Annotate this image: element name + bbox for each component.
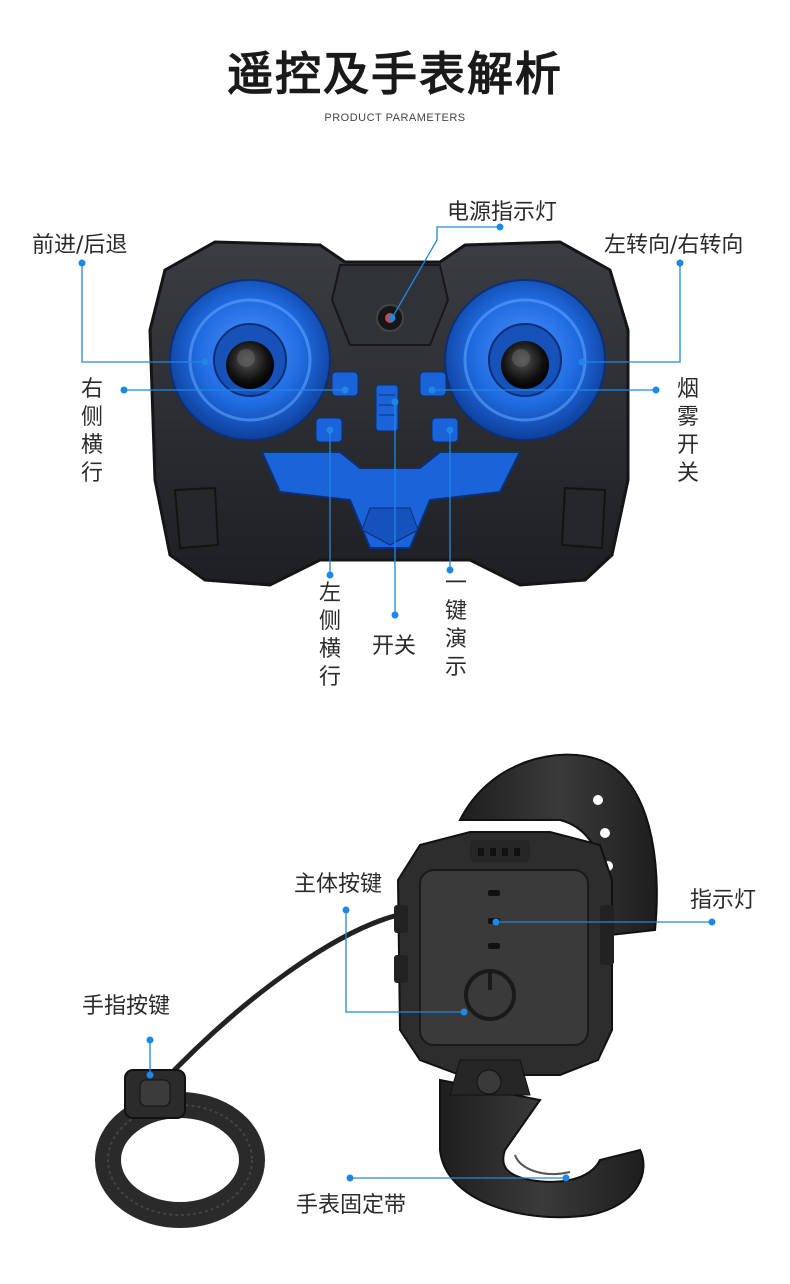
label-power-indicator: 电源指示灯: [447, 200, 558, 225]
page-subtitle: PRODUCT PARAMETERS: [324, 112, 466, 124]
label-finger-button: 手指按键: [82, 994, 171, 1019]
label-turn-left-right: 左转向/右转向: [604, 233, 744, 258]
page-title: 遥控及手表解析: [227, 47, 563, 101]
finger-loop: [95, 1069, 265, 1228]
label-left-strafe: 左侧横行: [318, 581, 341, 690]
label-forward-back: 前进/后退: [32, 233, 128, 258]
label-indicator: 指示灯: [690, 888, 757, 913]
left-joystick: [169, 279, 331, 441]
watch-callouts: [149, 910, 712, 1179]
remote-callout-dots: [78, 223, 684, 619]
label-strap: 手表固定带: [296, 1193, 407, 1218]
label-main-button: 主体按键: [294, 872, 383, 897]
label-power-switch: 开关: [372, 634, 417, 659]
watch-callout-dots: [146, 906, 716, 1182]
remote-controller: [148, 240, 630, 587]
label-smoke-switch: 烟雾开关: [676, 377, 699, 486]
right-joystick: [444, 279, 606, 441]
label-one-key-demo: 一键演示: [444, 571, 467, 680]
label-right-strafe: 右侧横行: [80, 377, 103, 486]
watch: [95, 753, 658, 1228]
remote-callouts: [81, 226, 681, 615]
